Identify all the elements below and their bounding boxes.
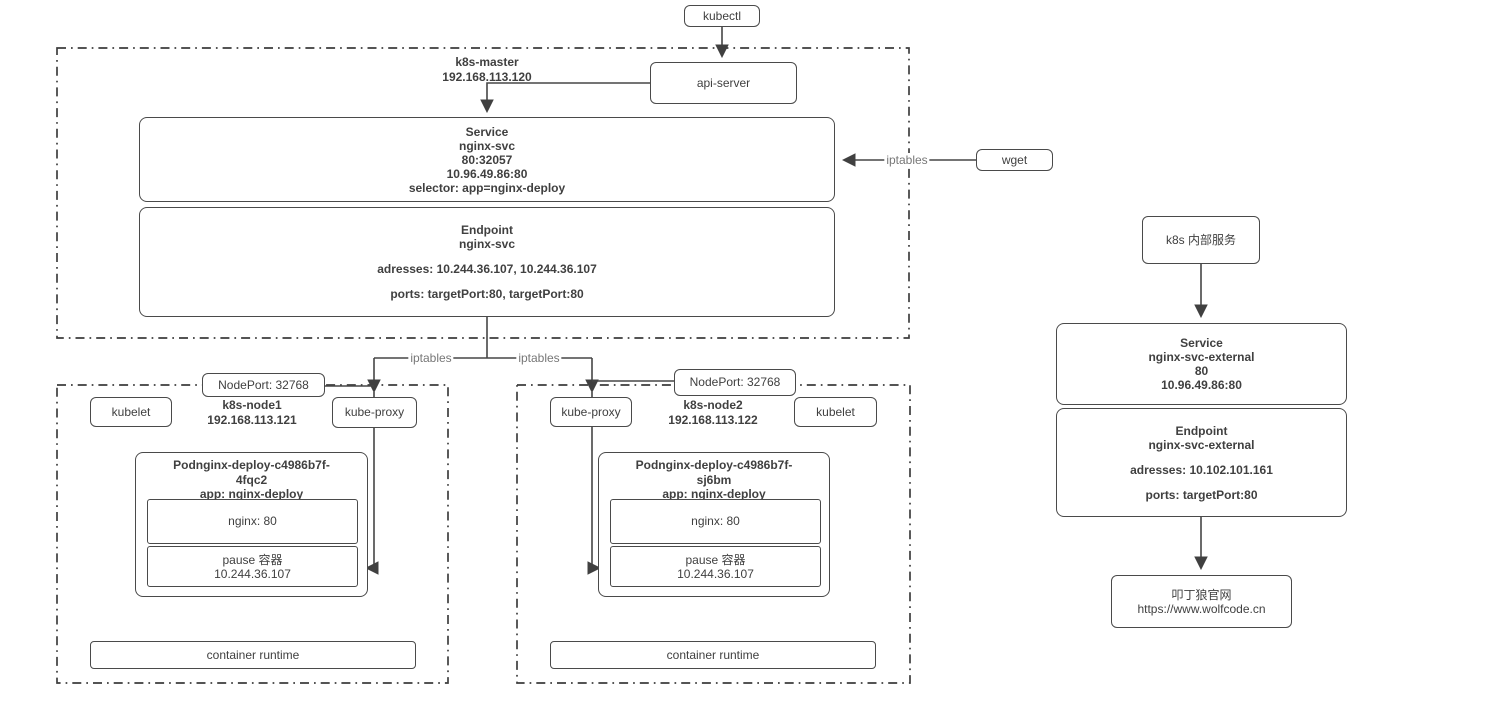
node1-frame [56,384,449,684]
website-name: 叩丁狼官网 [1171,587,1232,602]
external-endpoint-ports: ports: targetPort:80 [1145,487,1258,502]
kubelet-box-node2: kubelet [794,397,877,427]
pod-app-label: app: nginx-deploy [199,487,304,501]
nodeport-label: NodePort: 32768 [689,375,781,389]
api-server-box: api-server [650,62,797,104]
nginx-container-box-node1: nginx: 80 [147,499,358,544]
kube-proxy-box-node2: kube-proxy [550,397,632,427]
pause-container-label: pause 容器 [685,552,746,567]
master-title: k8s-master 192.168.113.120 [387,55,587,85]
nginx-container-label: nginx: 80 [691,514,740,528]
external-endpoint-name: nginx-svc-external [1148,437,1255,452]
wget-box: wget [976,149,1053,171]
pod-name-line2: sj6bm [696,472,732,487]
edge-kubeproxy2-pause [587,392,602,575]
master-ip: 192.168.113.120 [442,70,532,84]
kubelet-box-node1: kubelet [90,397,172,427]
nginx-container-box-node2: nginx: 80 [610,499,821,544]
endpoint-ports: ports: targetPort:80, targetPort:80 [390,287,584,301]
node2-title: k8s-node2 192.168.113.122 [638,398,788,428]
pod-name-line2: 4fqc2 [235,472,268,487]
nginx-container-label: nginx: 80 [228,514,277,528]
edge-apiserver-service [480,82,650,114]
container-runtime-label: container runtime [666,647,760,662]
endpoint-name: nginx-svc [458,237,515,251]
service-name: nginx-svc [458,138,515,153]
iptables-label-node1: iptables [408,351,454,365]
container-runtime-label: container runtime [206,647,300,662]
pod-box-node2: Podnginx-deploy-c4986b7f- sj6bm app: ngi… [598,452,830,597]
external-endpoint-box: Endpoint nginx-svc-external adresses: 10… [1056,408,1347,517]
api-server-label: api-server [696,75,751,90]
service-box: Service nginx-svc 80:32057 10.96.49.86:8… [139,117,835,202]
service-type: Service [465,124,509,139]
kubelet-label: kubelet [111,404,151,419]
node2-frame [516,384,911,684]
kube-proxy-box-node1: kube-proxy [332,397,417,428]
service-selector: selector: app=nginx-deploy [408,180,566,195]
endpoint-box: Endpoint nginx-svc adresses: 10.244.36.1… [139,207,835,317]
service-cluster-ip: 10.96.49.86:80 [446,166,528,181]
container-runtime-box-node1: container runtime [90,641,416,669]
pod-title-node2: Podnginx-deploy-c4986b7f- sj6bm app: ngi… [599,458,829,502]
internal-service-entry-label: k8s 内部服务 [1165,232,1236,247]
kubectl-label: kubectl [702,8,742,23]
pause-container-box-node1: pause 容器 10.244.36.107 [147,546,358,587]
pause-container-ip: 10.244.36.107 [677,566,754,581]
external-service-cluster-ip: 10.96.49.86:80 [1161,378,1242,392]
external-service-name: nginx-svc-external [1148,350,1255,364]
iptables-label-node2: iptables [516,351,562,365]
kubelet-label: kubelet [816,404,855,419]
pod-box-node1: Podnginx-deploy-c4986b7f- 4fqc2 app: ngi… [135,452,368,597]
wget-label: wget [1001,152,1028,167]
kubectl-box: kubectl [684,5,760,27]
node1-ip: 192.168.113.121 [207,413,297,427]
nodeport-badge-node2: NodePort: 32768 [674,369,796,396]
node2-name: k8s-node2 [683,398,743,412]
kube-proxy-label: kube-proxy [561,404,621,419]
nodeport-badge-node1: NodePort: 32768 [202,373,325,397]
pod-name-line1: Podnginx-deploy-c4986b7f- [173,458,330,472]
external-service-type: Service [1180,336,1223,350]
endpoint-type: Endpoint [461,223,513,237]
master-frame [56,47,910,339]
external-endpoint-addresses: adresses: 10.102.101.161 [1130,462,1273,477]
pod-name-line1: Podnginx-deploy-c4986b7f- [635,458,793,472]
nodeport-label: NodePort: 32768 [218,377,309,392]
master-name: k8s-master [455,55,519,69]
website-url: https://www.wolfcode.cn [1137,601,1266,616]
pause-container-label: pause 容器 [222,552,283,567]
internal-service-entry-box: k8s 内部服务 [1142,216,1260,264]
external-service-port: 80 [1194,364,1209,378]
pod-title-node1: Podnginx-deploy-c4986b7f- 4fqc2 app: ngi… [136,458,367,502]
kube-proxy-label: kube-proxy [344,405,405,419]
website-box: 叩丁狼官网 https://www.wolfcode.cn [1111,575,1292,628]
service-port-mapping: 80:32057 [461,152,513,167]
node1-name: k8s-node1 [222,398,282,412]
external-service-box: Service nginx-svc-external 80 10.96.49.8… [1056,323,1347,405]
pause-container-box-node2: pause 容器 10.244.36.107 [610,546,821,587]
pod-app-label: app: nginx-deploy [662,487,766,501]
node2-ip: 192.168.113.122 [668,413,758,427]
external-endpoint-type: Endpoint [1175,423,1228,438]
container-runtime-box-node2: container runtime [550,641,876,669]
iptables-label-wget: iptables [884,153,930,167]
edge-kubeproxy1-pause [364,392,379,575]
pause-container-ip: 10.244.36.107 [214,566,291,581]
endpoint-addresses: adresses: 10.244.36.107, 10.244.36.107 [377,262,597,276]
node1-title: k8s-node1 192.168.113.121 [177,398,327,428]
